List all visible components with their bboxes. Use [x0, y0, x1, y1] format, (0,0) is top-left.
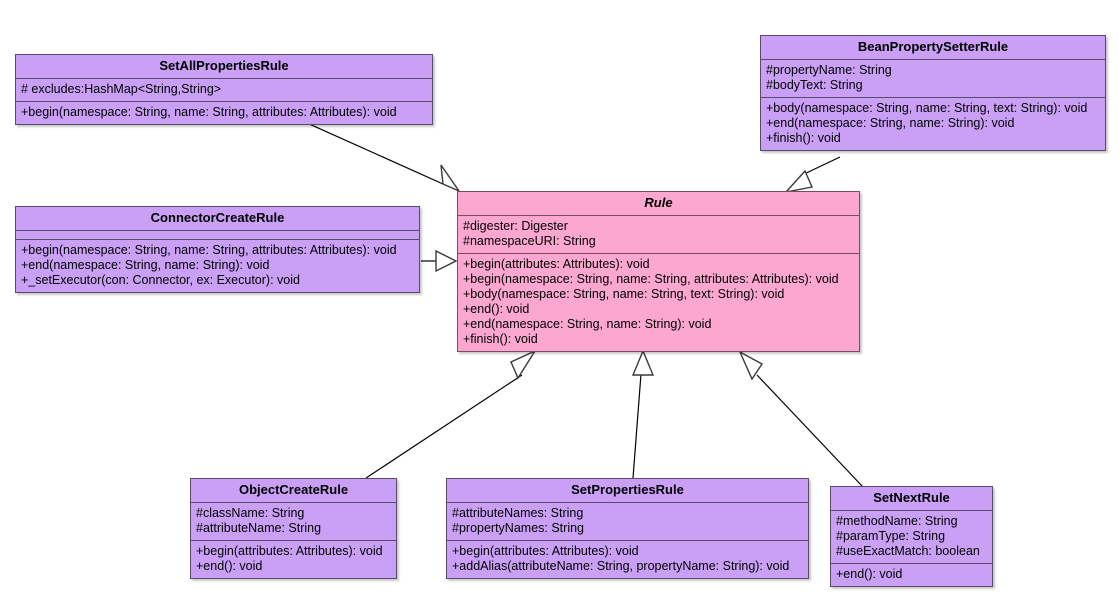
operation-item: +begin(attributes: Attributes): void [452, 544, 639, 558]
operations-compartment-objectcreaterule: +begin(attributes: Attributes): void +en… [191, 541, 396, 578]
attribute-item: #namespaceURI: String [463, 234, 596, 248]
operation-item: +_setExecutor(con: Connector, ex: Execut… [21, 273, 300, 287]
operations-compartment-connectorcreaterule: +begin(namespace: String, name: String, … [16, 240, 419, 292]
attribute-item: #attributeNames: String [452, 506, 584, 520]
operation-item: +finish(): void [463, 332, 538, 346]
operation-item: +begin(namespace: String, name: String, … [21, 105, 397, 119]
class-box-beanpropertysetterrule[interactable]: BeanPropertySetterRule #propertyName: St… [760, 35, 1106, 151]
class-box-objectcreaterule[interactable]: ObjectCreateRule #className: String #att… [190, 478, 397, 579]
operation-item: +body(namespace: String, name: String, t… [463, 287, 785, 301]
operation-item: +begin(attributes: Attributes): void [196, 544, 383, 558]
operations-compartment-rule: +begin(attributes: Attributes): void +be… [458, 254, 859, 351]
class-name-objectcreaterule: ObjectCreateRule [191, 479, 396, 503]
attributes-compartment-rule: #digester: Digester #namespaceURI: Strin… [458, 216, 859, 254]
class-name-setallpropertiesrule: SetAllPropertiesRule [16, 55, 432, 79]
attributes-compartment-connectorcreaterule [16, 231, 419, 240]
attribute-item: #propertyNames: String [452, 521, 585, 535]
class-name-beanpropertysetterrule: BeanPropertySetterRule [761, 36, 1105, 60]
operation-item: +end(namespace: String, name: String): v… [463, 317, 712, 331]
edge-setnextrule-to-rule [738, 350, 864, 488]
operation-item: +begin(attributes: Attributes): void [463, 257, 650, 271]
attributes-compartment-objectcreaterule: #className: String #attributeName: Strin… [191, 503, 396, 541]
operations-compartment-beanpropertysetterrule: +body(namespace: String, name: String, t… [761, 98, 1105, 150]
attributes-compartment-setallpropertiesrule: # excludes:HashMap<String,String> [16, 79, 432, 102]
attribute-item: #digester: Digester [463, 219, 568, 233]
operations-compartment-setpropertiesrule: +begin(attributes: Attributes): void +ad… [447, 541, 808, 578]
attribute-item: #useExactMatch: boolean [836, 544, 980, 558]
operation-item: +end(): void [463, 302, 530, 316]
class-box-setnextrule[interactable]: SetNextRule #methodName: String #paramTy… [830, 486, 993, 587]
edge-beanpropertysetterrule-to-rule [784, 156, 841, 194]
attribute-item: # excludes:HashMap<String,String> [21, 82, 222, 96]
attribute-item: #attributeName: String [196, 521, 322, 535]
operation-item: +body(namespace: String, name: String, t… [766, 101, 1088, 115]
edge-setallpropertiesrule-to-rule [306, 122, 461, 193]
class-name-rule: Rule [458, 192, 859, 216]
class-box-setallpropertiesrule[interactable]: SetAllPropertiesRule # excludes:HashMap<… [15, 54, 433, 125]
attribute-item: #paramType: String [836, 529, 946, 543]
attribute-item: #methodName: String [836, 514, 958, 528]
class-box-rule[interactable]: Rule #digester: Digester #namespaceURI: … [457, 191, 860, 352]
operation-item: +begin(namespace: String, name: String, … [463, 272, 839, 286]
class-box-setpropertiesrule[interactable]: SetPropertiesRule #attributeNames: Strin… [446, 478, 809, 579]
class-name-connectorcreaterule: ConnectorCreateRule [16, 207, 419, 231]
class-name-setnextrule: SetNextRule [831, 487, 992, 511]
operations-compartment-setnextrule: +end(): void [831, 564, 992, 586]
operation-item: +finish(): void [766, 131, 841, 145]
attribute-item: #bodyText: String [766, 78, 863, 92]
edge-connectorcreaterule-to-rule [421, 249, 458, 273]
class-box-connectorcreaterule[interactable]: ConnectorCreateRule +begin(namespace: St… [15, 206, 420, 293]
operation-item: +begin(namespace: String, name: String, … [21, 243, 397, 257]
edge-setpropertiesrule-to-rule [631, 349, 655, 479]
attributes-compartment-beanpropertysetterrule: #propertyName: String #bodyText: String [761, 60, 1105, 98]
attributes-compartment-setnextrule: #methodName: String #paramType: String #… [831, 511, 992, 564]
operation-item: +addAlias(attributeName: String, propert… [452, 559, 790, 573]
operation-item: +end(): void [836, 567, 903, 581]
attribute-item: #propertyName: String [766, 63, 892, 77]
operation-item: +end(): void [196, 559, 263, 573]
attribute-item: #className: String [196, 506, 305, 520]
class-name-setpropertiesrule: SetPropertiesRule [447, 479, 808, 503]
attributes-compartment-setpropertiesrule: #attributeNames: String #propertyNames: … [447, 503, 808, 541]
operations-compartment-setallpropertiesrule: +begin(namespace: String, name: String, … [16, 102, 432, 124]
operation-item: +end(namespace: String, name: String): v… [766, 116, 1015, 130]
operation-item: +end(namespace: String, name: String): v… [21, 258, 270, 272]
edge-objectcreaterule-to-rule [365, 349, 537, 479]
